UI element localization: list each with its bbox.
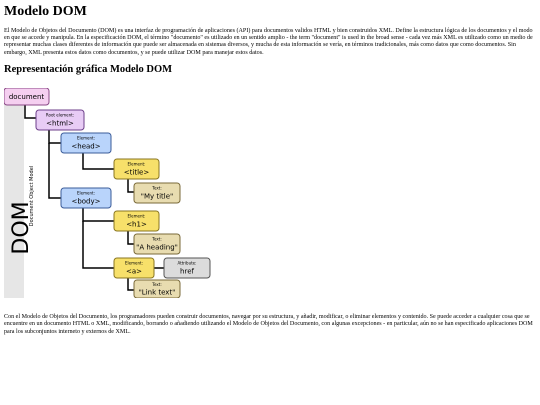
node-title-caption: Element:: [128, 162, 146, 167]
node-a-caption: Element:: [125, 261, 143, 266]
node-html-caption: Root element:: [46, 113, 74, 118]
intro-paragraph: El Modelo de Objetos del Documento (DOM)…: [4, 28, 533, 56]
node-link-text-value: "Link text": [139, 289, 176, 297]
node-title-text: [133, 182, 181, 204]
node-title-text-value: "My title": [141, 193, 174, 201]
node-attribute-caption: Attribute:: [177, 261, 196, 266]
node-h1-tag: <h1>: [126, 221, 147, 229]
node-title-text-caption: Text:: [151, 186, 161, 191]
node-head-caption: Element:: [77, 136, 95, 141]
node-head-tag: <head>: [71, 143, 100, 151]
outro-paragraph: Con el Modelo de Objetos del Documento, …: [4, 314, 533, 335]
dom-tree-diagram: DOM Document Object Model document Root …: [3, 87, 214, 299]
node-body-caption: Element:: [77, 191, 95, 196]
node-html: [35, 109, 85, 131]
node-h1-text: [133, 233, 181, 255]
dom-side-band: [4, 103, 24, 298]
section-heading: Representación gráfica Modelo DOM: [4, 63, 173, 75]
node-body: [60, 187, 112, 209]
node-attribute: [163, 257, 211, 279]
dom-big-label: DOM: [9, 201, 34, 254]
node-head: [60, 132, 112, 154]
node-a: [113, 257, 155, 279]
page-title: Modelo DOM: [4, 4, 87, 19]
tree-connectors: [24, 105, 164, 291]
node-document-label: document: [9, 93, 45, 101]
node-h1: [113, 210, 160, 232]
node-a-tag: <a>: [126, 268, 142, 276]
node-h1-text-caption: Text:: [151, 237, 161, 242]
dom-sub-label: Document Object Model: [29, 166, 35, 226]
node-attribute-name: href: [180, 268, 194, 276]
document-page: Modelo DOM El Modelo de Objetos del Docu…: [4, 4, 536, 76]
node-document: [3, 87, 50, 106]
node-h1-text-value: "A heading": [136, 244, 178, 252]
node-h1-caption: Element:: [128, 214, 146, 219]
node-body-tag: <body>: [71, 198, 100, 206]
node-link-text-caption: Text:: [151, 282, 161, 287]
node-title-tag: <title>: [124, 169, 150, 177]
node-title: [113, 158, 160, 180]
node-html-tag: <html>: [46, 120, 74, 128]
